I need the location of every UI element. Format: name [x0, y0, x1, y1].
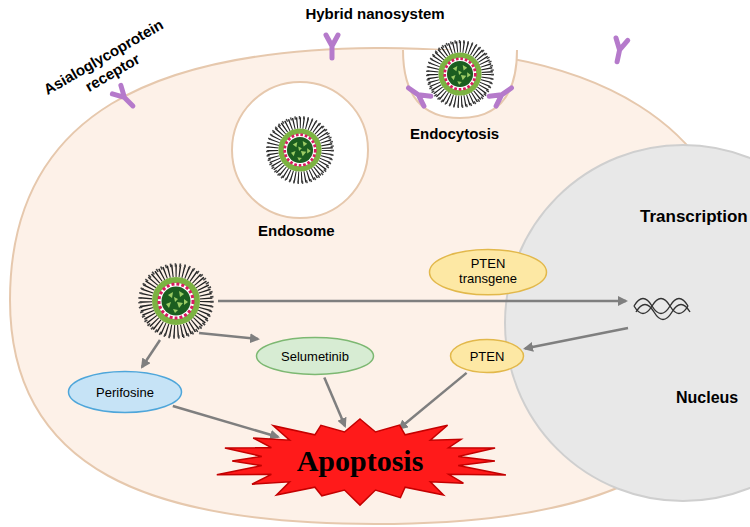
node-text: Perifosine [96, 385, 154, 400]
apoptosis-burst: Apoptosis [215, 416, 505, 506]
text-label: Endocytosis [410, 125, 499, 142]
release-arrow [199, 333, 258, 339]
node-text: Transcription [640, 207, 748, 227]
pathway-arrow [173, 406, 278, 437]
drug-ellipse: Perifosine [67, 370, 183, 414]
receptor-symbol [112, 85, 137, 110]
nucleus-circle [505, 145, 750, 501]
nanoparticle [140, 265, 212, 337]
node-text: Nucleus [676, 389, 738, 407]
delivery-arrow [218, 300, 626, 303]
nucleus-outline [503, 143, 750, 503]
receptor-symbol [405, 83, 431, 106]
node-text: Selumetinib [281, 349, 349, 364]
text-label: Hybrid nanosystem [300, 5, 450, 22]
nanoparticle [268, 118, 333, 183]
release-arrow [142, 340, 160, 367]
ellipse-shape [69, 372, 182, 413]
nanoparticle [428, 42, 493, 107]
node-text: PTEN [470, 349, 505, 364]
pathway-arrow [525, 328, 628, 349]
ellipse-shape [430, 249, 547, 294]
pathway-arrow [399, 373, 466, 429]
endosome-vesicle [232, 82, 368, 218]
drug-ellipse: Selumetinib [255, 336, 375, 376]
node-text: Apoptosis [297, 444, 424, 478]
ellipse-shape [257, 338, 374, 375]
dna-strand [634, 299, 690, 320]
pathway-arrow [324, 378, 345, 427]
ellipse-shape [451, 340, 524, 373]
receptor-symbol [611, 38, 628, 63]
receptor-symbol [489, 83, 515, 106]
text-label: Endosome [258, 222, 335, 239]
receptor-symbol [326, 35, 338, 58]
drug-ellipse: PTEN transgene [428, 248, 548, 296]
node-text: PTEN transgene [451, 257, 525, 287]
nucleus: TranscriptionNucleus [503, 143, 750, 503]
drug-ellipse: PTEN [449, 338, 525, 374]
